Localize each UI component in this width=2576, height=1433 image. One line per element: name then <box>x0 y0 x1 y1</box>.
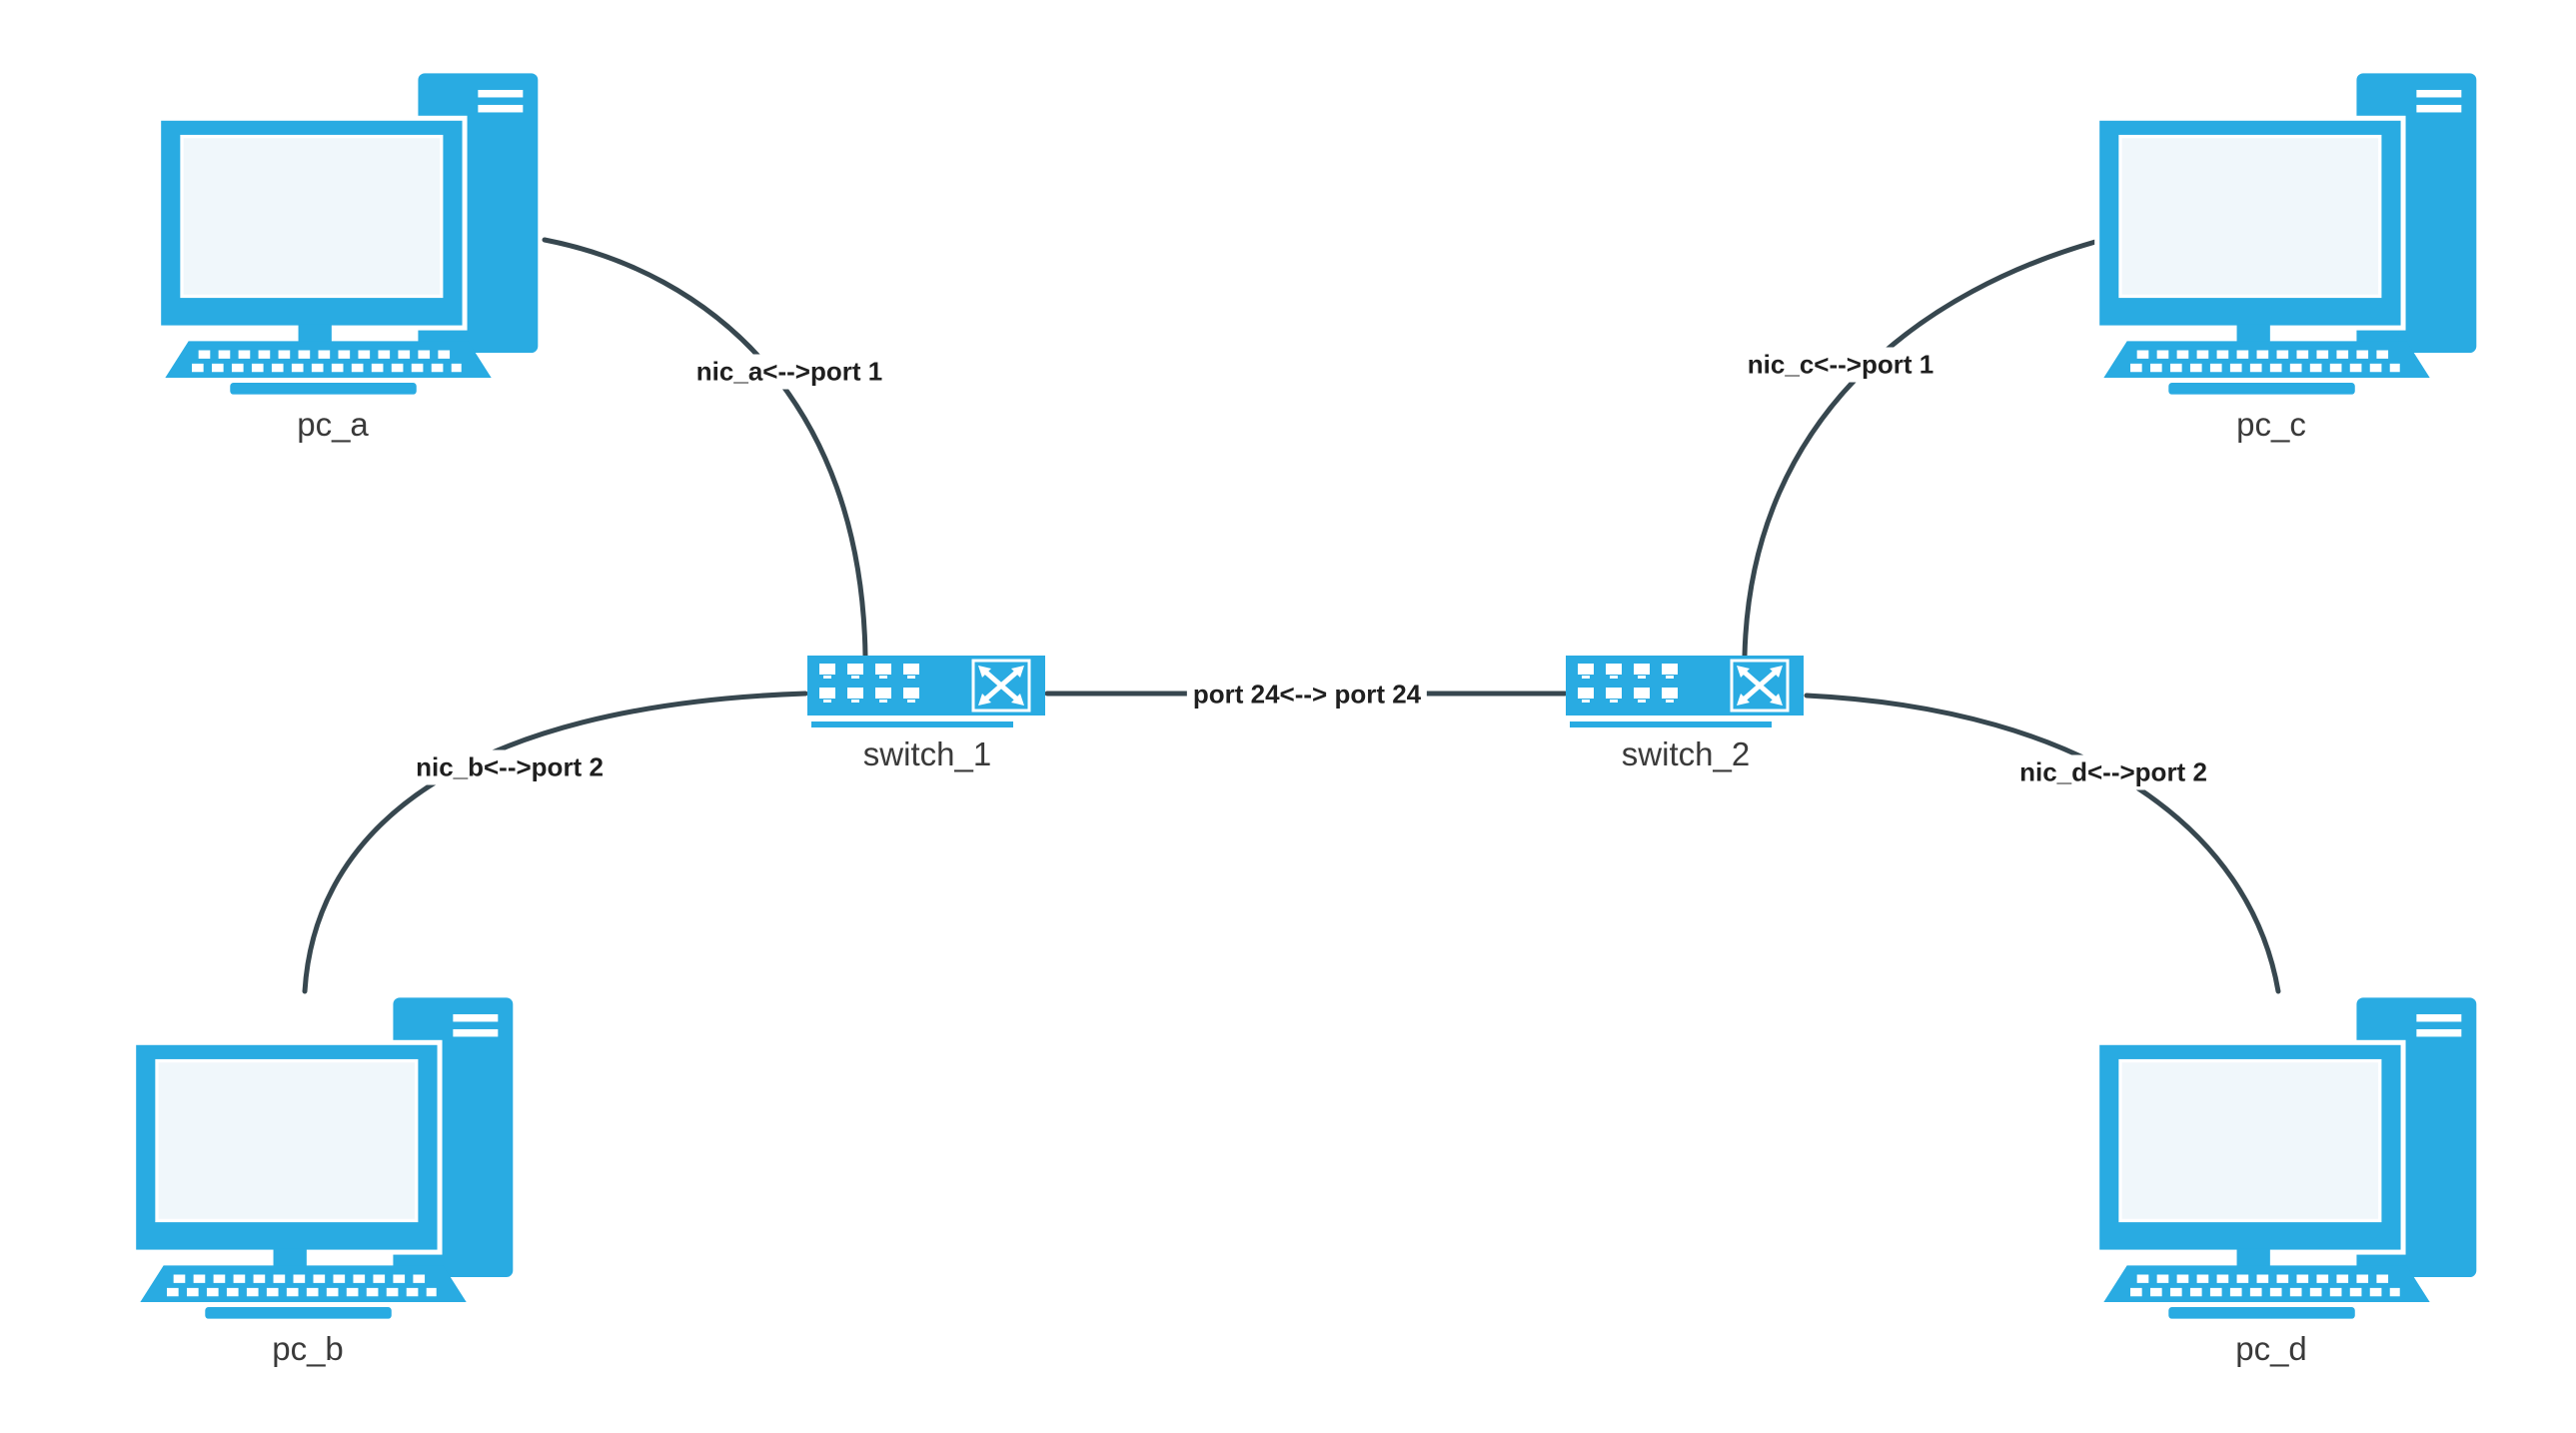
node-pc_d[interactable]: pc_d <box>2093 989 2485 1368</box>
pc-icon <box>2093 65 2485 398</box>
switch-icon <box>807 656 1047 727</box>
node-label-pc_c: pc_c <box>2236 406 2306 443</box>
node-label-pc_b: pc_b <box>272 1330 344 1367</box>
edge-label-port24-port24: port 24<--> port 24 <box>1186 677 1428 713</box>
edge-pc_a-switch_1[interactable] <box>542 237 868 659</box>
edge-pc_c-switch_2[interactable] <box>1742 239 2098 659</box>
edge-pc_d-switch_2[interactable] <box>1804 693 2281 994</box>
node-pc_c[interactable]: pc_c <box>2093 65 2485 444</box>
pc-icon <box>2093 989 2485 1322</box>
pc-icon <box>155 65 547 398</box>
edge-label-nic_d-port2: nic_d<-->port 2 <box>2013 754 2213 790</box>
edge-label-nic_c-port1: nic_c<-->port 1 <box>1741 347 1940 383</box>
node-label-pc_d: pc_d <box>2235 1330 2307 1367</box>
edge-label-nic_a-port1: nic_a<-->port 1 <box>689 354 889 390</box>
node-switch_1[interactable]: switch_1 <box>807 656 1047 773</box>
node-switch_2[interactable]: switch_2 <box>1566 656 1806 773</box>
node-pc_b[interactable]: pc_b <box>130 989 522 1368</box>
node-pc_a[interactable]: pc_a <box>155 65 547 444</box>
edge-pc_b-switch_1[interactable] <box>302 691 808 994</box>
node-label-switch_1: switch_1 <box>862 735 992 772</box>
switch-icon <box>1566 656 1806 727</box>
edge-label-nic_b-port2: nic_b<-->port 2 <box>410 749 610 785</box>
node-label-switch_2: switch_2 <box>1621 735 1751 772</box>
pc-icon <box>130 989 522 1322</box>
node-label-pc_a: pc_a <box>297 406 369 443</box>
